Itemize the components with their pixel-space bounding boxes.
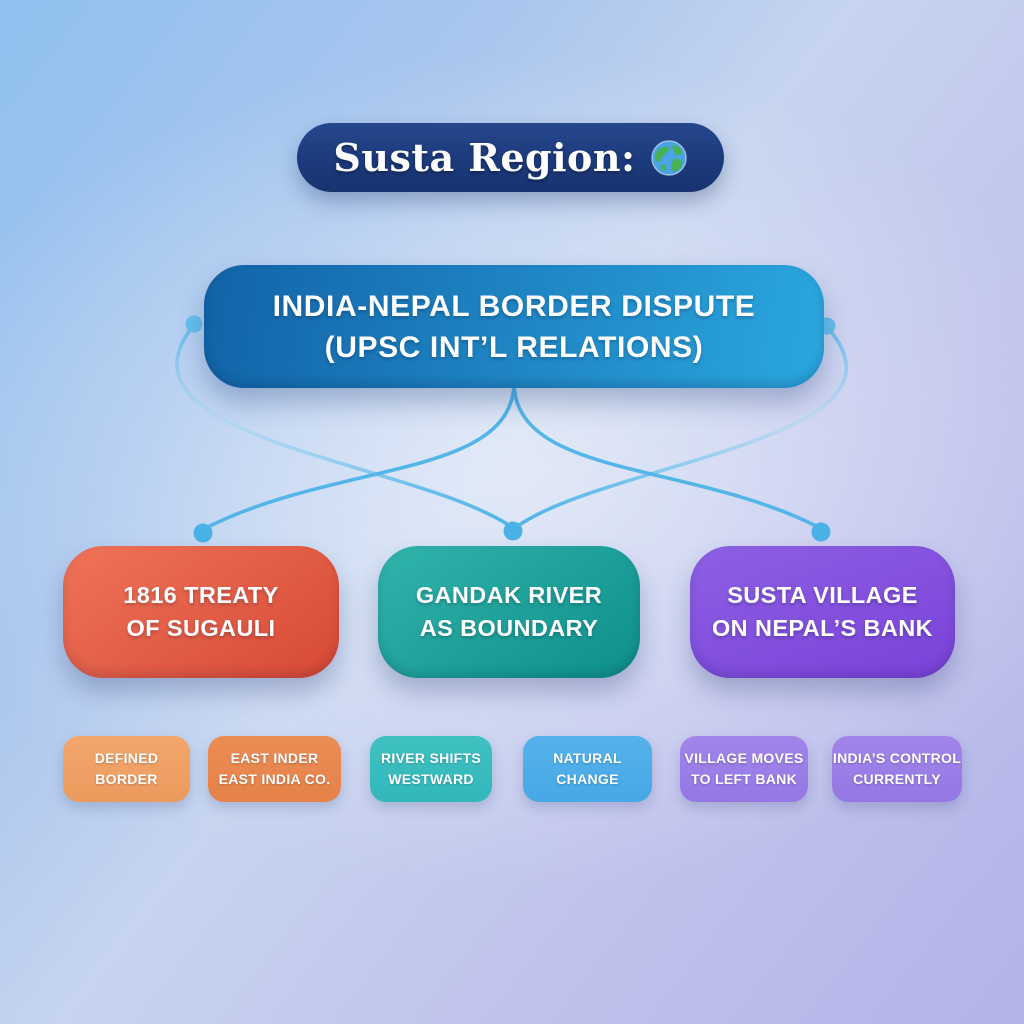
leaf-label-line: INDIA’S CONTROL (832, 750, 962, 766)
anchor-dot-branch-left (193, 523, 213, 543)
leaf-label-line: EAST INDIA CO. (218, 771, 331, 787)
branch-node-susta-village: SUSTA VILLAGE ON NEPAL’S BANK (690, 546, 955, 678)
leaf-pill-indias-control: INDIA’S CONTROL CURRENTLY (832, 736, 962, 802)
leaf-label-line: CURRENTLY (853, 771, 941, 787)
anchor-dot-branch-center (503, 521, 523, 541)
globe-icon (650, 139, 687, 176)
branch-label-line: ON NEPAL’S BANK (712, 615, 933, 641)
leaf-label-line: TO LEFT BANK (690, 771, 797, 787)
page-title: Susta Region: (333, 135, 636, 180)
anchor-dot-branch-right (811, 522, 831, 542)
branch-label-line: OF SUGAULI (126, 615, 276, 641)
leaf-pill-east-india-co: EAST INDER EAST INDIA CO. (208, 736, 341, 802)
branch-label-line: 1816 TREATY (123, 582, 279, 608)
connector-curve-root-to-right-branch (512, 384, 822, 530)
leaf-pill-defined-border: DEFINED BORDER (63, 736, 190, 802)
branch-label-line: GANDAK RIVER (415, 582, 603, 608)
leaf-pill-village-moves: VILLAGE MOVES TO LEFT BANK (680, 736, 808, 802)
branch-label-line: AS BOUNDARY (419, 615, 599, 641)
branch-node-treaty: 1816 TREATY OF SUGAULI (63, 546, 339, 678)
root-node-line1: INDIA-NEPAL BORDER DISPUTE (272, 289, 756, 323)
branch-node-gandak-river: GANDAK RIVER AS BOUNDARY (378, 546, 640, 678)
leaf-label-line: CHANGE (556, 771, 619, 787)
connector-curve-root-to-left-branch (204, 384, 516, 530)
leaf-label-line: RIVER SHIFTS (380, 750, 482, 766)
connector-curve-right-side-to-center (513, 325, 848, 530)
leaf-label-line: EAST INDER (230, 750, 319, 766)
leaf-label-line: WESTWARD (388, 771, 474, 787)
connector-curve-left-side-to-center (175, 323, 515, 530)
root-node: INDIA-NEPAL BORDER DISPUTE (UPSC INT’L R… (204, 265, 824, 388)
anchor-dot-root-left (185, 315, 203, 333)
leaf-label-line: BORDER (95, 771, 158, 787)
leaf-pill-river-shifts: RIVER SHIFTS WESTWARD (370, 736, 492, 802)
leaf-label-line: VILLAGE MOVES (684, 750, 804, 766)
title-pill: Susta Region: (297, 123, 724, 192)
leaf-label-line: DEFINED (94, 750, 159, 766)
branch-label-line: SUSTA VILLAGE (727, 582, 918, 608)
root-node-line2: (UPSC INT’L RELATIONS) (324, 330, 704, 364)
leaf-pill-natural-change: NATURAL CHANGE (523, 736, 652, 802)
leaf-label-line: NATURAL (553, 750, 622, 766)
